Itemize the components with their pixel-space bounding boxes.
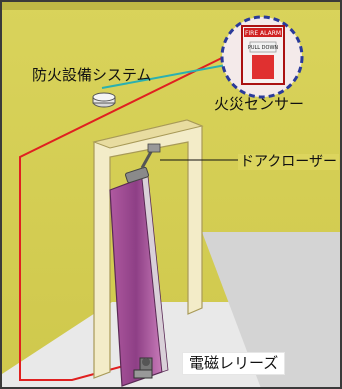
- panel-header-text: FIRE ALARM: [245, 30, 281, 37]
- magnetic-release-device: [133, 357, 153, 379]
- magnet-release-label: 電磁レリーズ: [182, 352, 286, 375]
- fire-sensor-device: [92, 92, 116, 108]
- fire-sensor-label: 火災センサー: [214, 95, 305, 113]
- teal-wire: [101, 61, 243, 89]
- floor-shadow: [202, 232, 340, 387]
- fire-system-label: 防火設備システム: [32, 66, 152, 84]
- door-closer-device: [125, 143, 161, 184]
- ceiling-shade: [2, 2, 340, 10]
- door-frame-top: [92, 119, 204, 149]
- door-closer-label: ドアクローザー: [238, 154, 340, 170]
- fire-alarm-panel: FIRE ALARM PULL DOWN: [220, 15, 304, 99]
- panel-button-text: PULL DOWN: [248, 45, 279, 51]
